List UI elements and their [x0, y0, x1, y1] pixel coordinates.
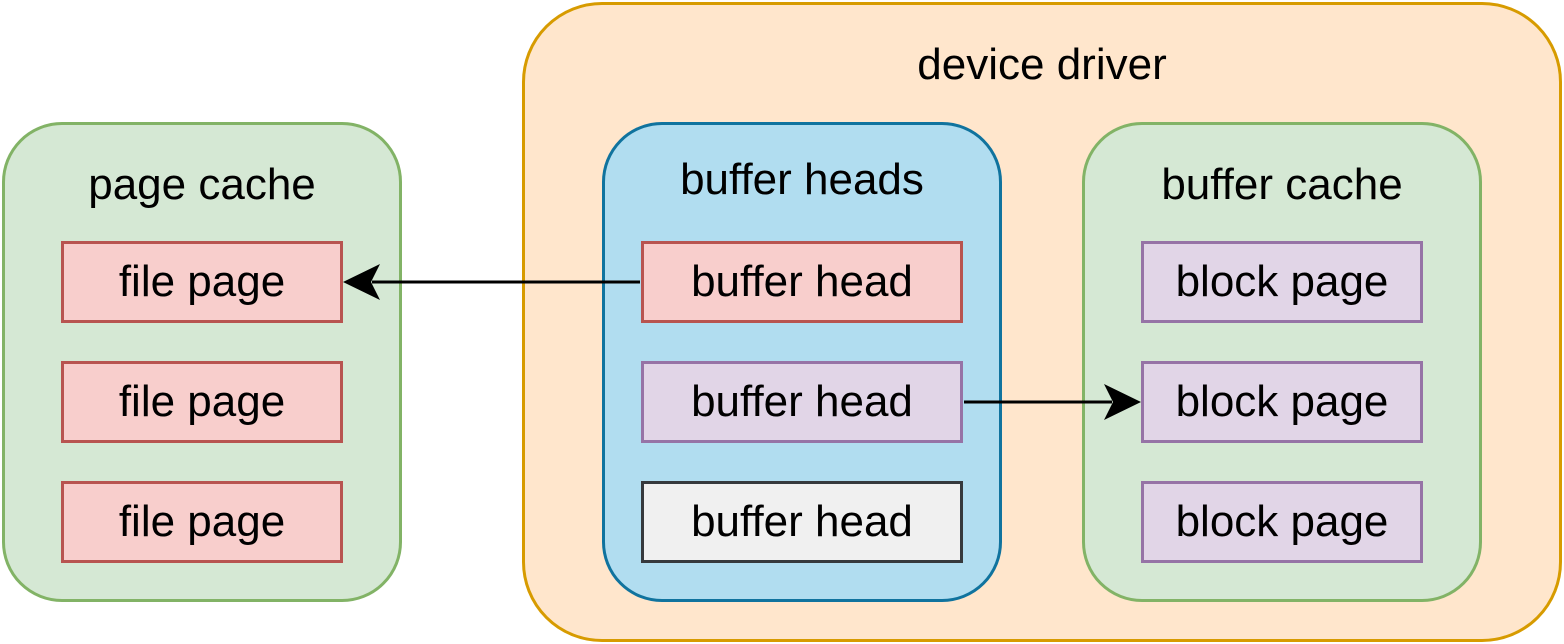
- block-page-3: block page: [1141, 481, 1423, 563]
- buffer-head-2: buffer head: [641, 361, 963, 443]
- buffer-head-1: buffer head: [641, 241, 963, 323]
- file-page-3: file page: [61, 481, 343, 563]
- buffer-heads-label: buffer heads: [680, 155, 924, 204]
- page-cache-label: page cache: [88, 160, 316, 209]
- file-page-2: file page: [61, 361, 343, 443]
- file-page-1: file page: [61, 241, 343, 323]
- block-page-1: block page: [1141, 241, 1423, 323]
- buffer-head-3: buffer head: [641, 481, 963, 563]
- block-page-2: block page: [1141, 361, 1423, 443]
- device-driver-label: device driver: [917, 40, 1167, 89]
- buffer-cache-label: buffer cache: [1161, 160, 1403, 209]
